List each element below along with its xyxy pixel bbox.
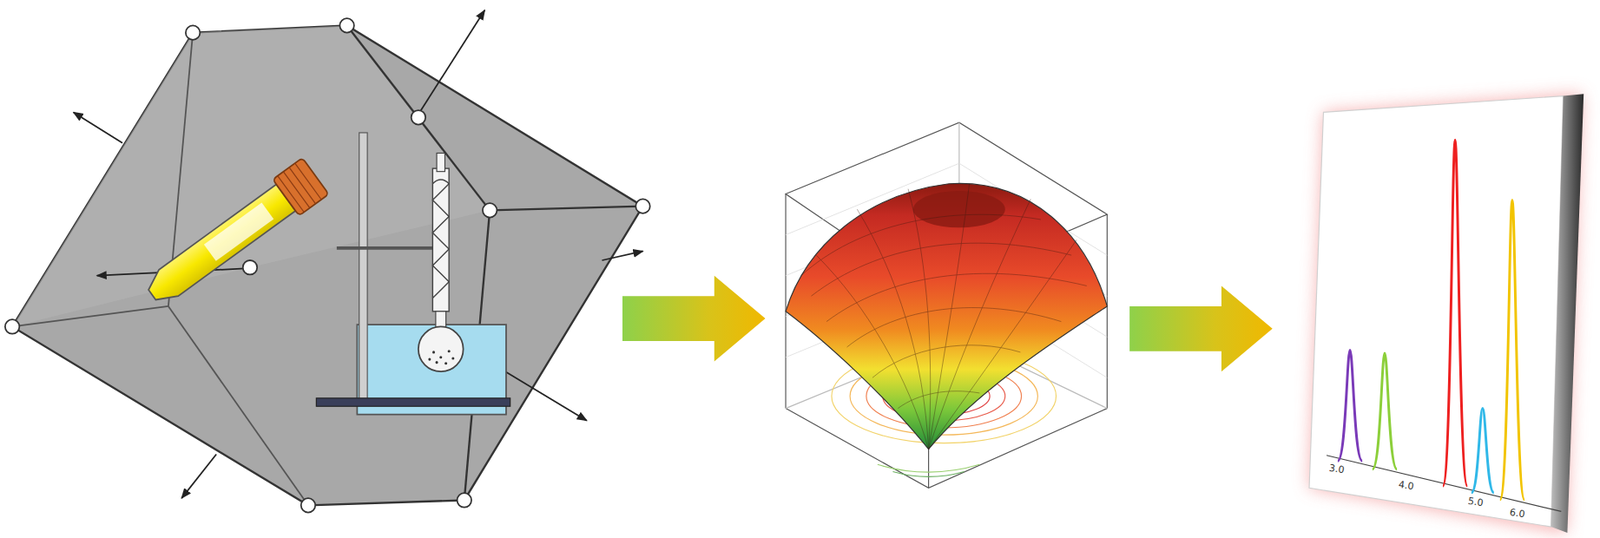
response-surface	[785, 122, 1107, 488]
chromatogram	[1309, 93, 1584, 534]
axis-tick-label: 6.0	[1509, 506, 1527, 519]
reflux-apparatus	[316, 132, 510, 415]
axis-tick-label: 4.0	[1398, 479, 1416, 491]
axis-tick-label: 3.0	[1329, 462, 1346, 475]
design-cube	[5, 10, 651, 514]
flow-arrow	[1129, 285, 1273, 372]
axis-tick-label: 5.0	[1468, 495, 1485, 507]
centrifuge-tube	[138, 158, 330, 314]
flow-arrow	[622, 276, 766, 363]
